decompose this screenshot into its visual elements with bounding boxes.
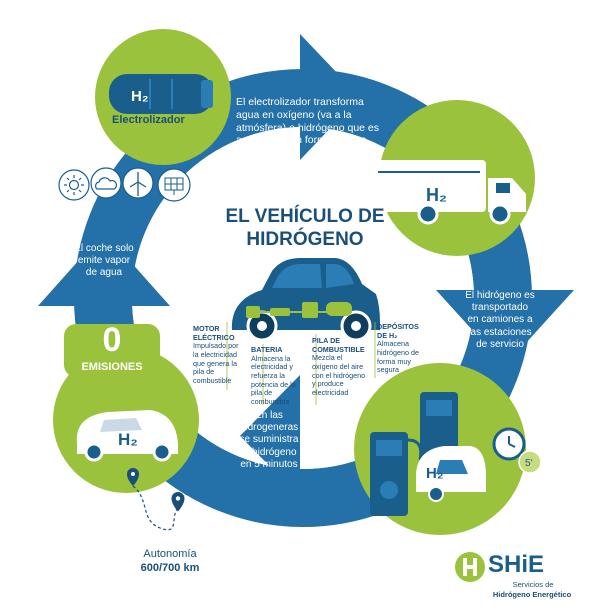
brand-tagline-2: Hidrógeno Energético	[492, 590, 572, 599]
component-battery-title: BATERIA	[251, 345, 283, 354]
page-title: EL VEHÍCULO DE HIDRÓGENO	[225, 206, 385, 250]
hydrogen-station-icon	[354, 363, 526, 535]
autonomy-range: 600/700 km	[140, 562, 200, 574]
zero-emission-icon	[53, 324, 199, 493]
component-fuel-cell-desc: Mezcla el oxígeno del aire con el hidróg…	[312, 353, 366, 397]
step-emission-text: El coche solo emite vapor de agua	[74, 243, 134, 279]
component-tanks-desc: Almacena hidrógeno de forma muy segura	[377, 339, 419, 375]
cloud-icon	[95, 177, 118, 190]
wind-turbine-icon	[129, 172, 147, 196]
car-h2-label: H₂	[118, 430, 138, 449]
component-fuel-cell-title: PILA DE COMBUSTIBLE	[312, 336, 365, 354]
component-fuel-cell: PILA DE COMBUSTIBLE Mezcla el oxígeno de…	[312, 336, 382, 397]
route-icon	[127, 468, 185, 531]
component-motor-desc: Impulsado por la electricidad que genera…	[193, 341, 239, 385]
truck-h2-label: H₂	[426, 185, 447, 205]
electrolyzer-label: Electrolizador	[112, 114, 185, 126]
arrow-left	[240, 375, 300, 497]
arrow-up	[38, 232, 170, 306]
component-tanks-title: DEPÓSITOS DE H₂	[377, 322, 419, 340]
emissions-label: EMISIONES	[81, 361, 143, 373]
time-badge	[518, 450, 542, 474]
component-tanks: DEPÓSITOS DE H₂ Almacena hidrógeno de fo…	[377, 322, 439, 375]
step-electrolyzer-text: El electrolizador transforma agua en oxí…	[236, 96, 380, 147]
clock-icon	[492, 427, 526, 461]
shie-logo-icon	[455, 552, 485, 582]
sun-icon	[64, 175, 84, 195]
step-transport-text: El hidrógeno es transportado en camiones…	[465, 290, 535, 350]
autonomy-label: Autonomía	[143, 548, 197, 560]
component-motor: MOTOR ELÉCTRICO Impulsado por la electri…	[193, 324, 257, 385]
component-motor-title: MOTOR ELÉCTRICO	[193, 324, 235, 342]
refuel-time-badge: 5'	[525, 458, 533, 469]
step-refuel-text: En las hidrogeneras se suministra el hid…	[239, 410, 299, 470]
solar-panel-icon	[164, 177, 184, 195]
truck-icon	[372, 100, 535, 256]
component-battery: BATERIA Almacena la electricidad y refue…	[251, 345, 319, 406]
car-components	[246, 302, 352, 318]
component-leader-lines	[226, 322, 376, 405]
electrolyzer-h2-label: H₂	[131, 88, 149, 105]
zero-emissions-value: 0	[102, 321, 122, 359]
brand-name: SHiE	[488, 551, 545, 578]
brand-tagline-1: Servicios de	[512, 580, 554, 589]
electrolyzer-icon	[95, 29, 231, 165]
arrow-right	[300, 34, 360, 160]
arrow-down	[436, 290, 574, 366]
station-h2-label: H₂	[426, 465, 444, 482]
component-battery-desc: Almacena la electricidad y refuerza la p…	[251, 353, 296, 406]
